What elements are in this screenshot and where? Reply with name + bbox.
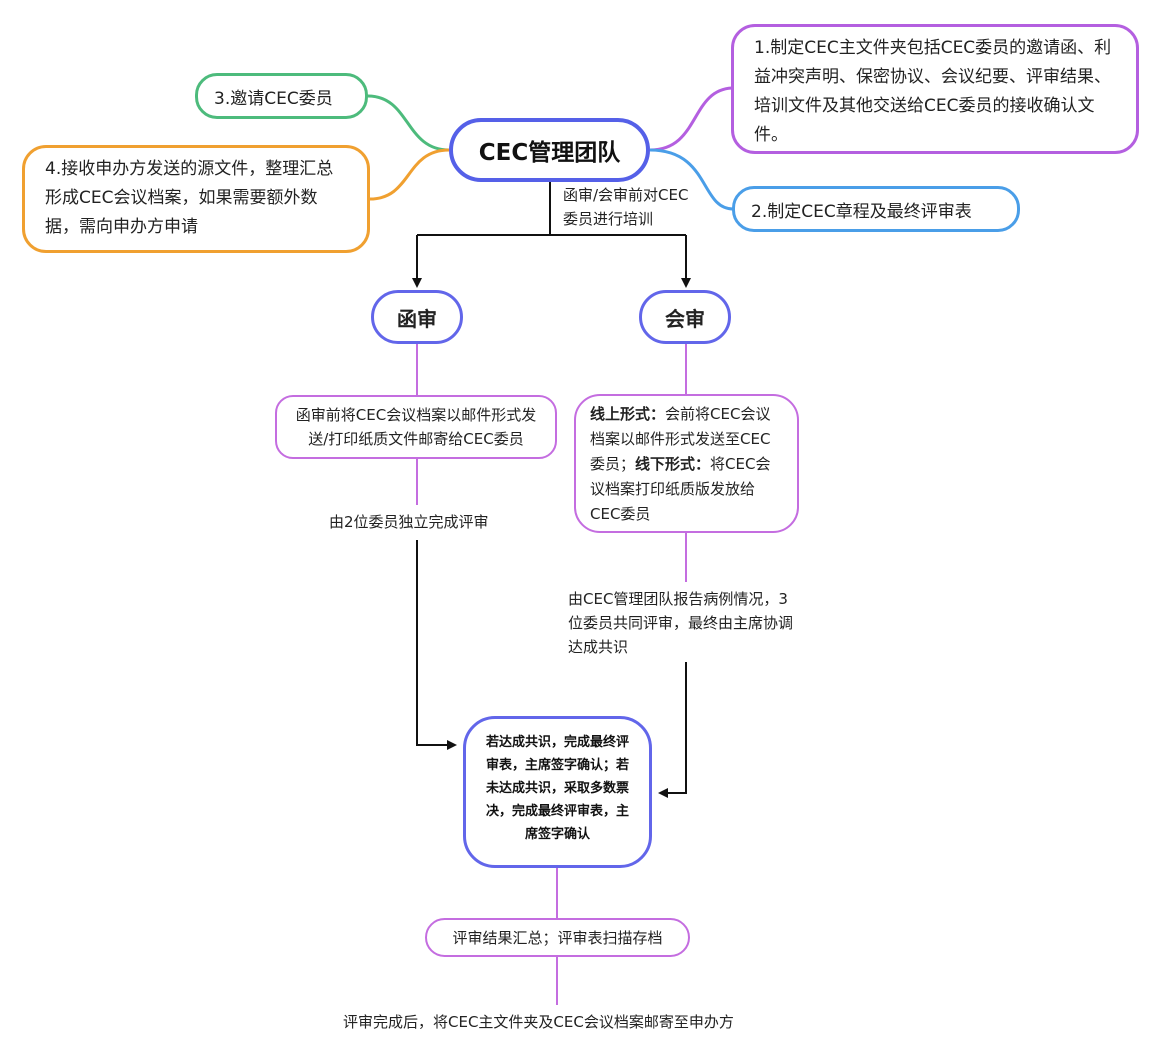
- branch-line-1: [649, 86, 733, 152]
- split-line: [416, 182, 687, 284]
- summary-box[interactable]: 评审结果汇总；评审表扫描存档: [425, 918, 690, 957]
- correspondence-review-node[interactable]: 函审: [371, 290, 463, 344]
- branch-item-1[interactable]: 1.制定CEC主文件夹包括CEC委员的邀请函、利益冲突声明、保密协议、会议纪要、…: [731, 24, 1139, 154]
- correspondence-desc-box[interactable]: 函审前将CEC会议档案以邮件形式发送/打印纸质文件邮寄给CEC委员: [275, 395, 557, 459]
- final-step-label: 评审完成后，将CEC主文件夹及CEC会议档案邮寄至申办方: [343, 1013, 734, 1031]
- meeting-process-label: 由CEC管理团队报告病例情况，3位委员共同评审，最终由主席协调达成共识: [568, 590, 794, 656]
- offline-text: 将CEC会议档案打印纸质版发放给CEC委员: [590, 455, 771, 523]
- branch-line-3: [367, 94, 450, 152]
- online-text: 会前将CEC会议档案以邮件形式发送至CEC委员；: [590, 405, 771, 473]
- online-label: 线上形式：: [590, 405, 666, 423]
- branch-item-3[interactable]: 3.邀请CEC委员: [195, 73, 368, 119]
- branch-item-4[interactable]: 4.接收申办方发送的源文件，整理汇总形成CEC会议档案，如果需要额外数据，需向申…: [22, 145, 370, 253]
- branch-item-2[interactable]: 2.制定CEC章程及最终评审表: [732, 186, 1020, 232]
- meeting-desc-box[interactable]: 线上形式：会前将CEC会议档案以邮件形式发送至CEC委员；线下形式：将CEC会议…: [574, 394, 799, 533]
- offline-label: 线下形式：: [635, 455, 711, 473]
- center-node[interactable]: CEC管理团队: [449, 118, 650, 182]
- result-node[interactable]: 若达成共识，完成最终评审表，主席签字确认；若未达成共识，采取多数票决，完成最终评…: [463, 716, 652, 868]
- training-label: 函审/会审前对CEC委员进行培训: [563, 186, 689, 228]
- branch-line-2: [649, 148, 734, 211]
- branch-line-4: [369, 148, 450, 201]
- independent-review-label: 由2位委员独立完成评审: [329, 513, 489, 531]
- meeting-review-node[interactable]: 会审: [639, 290, 731, 344]
